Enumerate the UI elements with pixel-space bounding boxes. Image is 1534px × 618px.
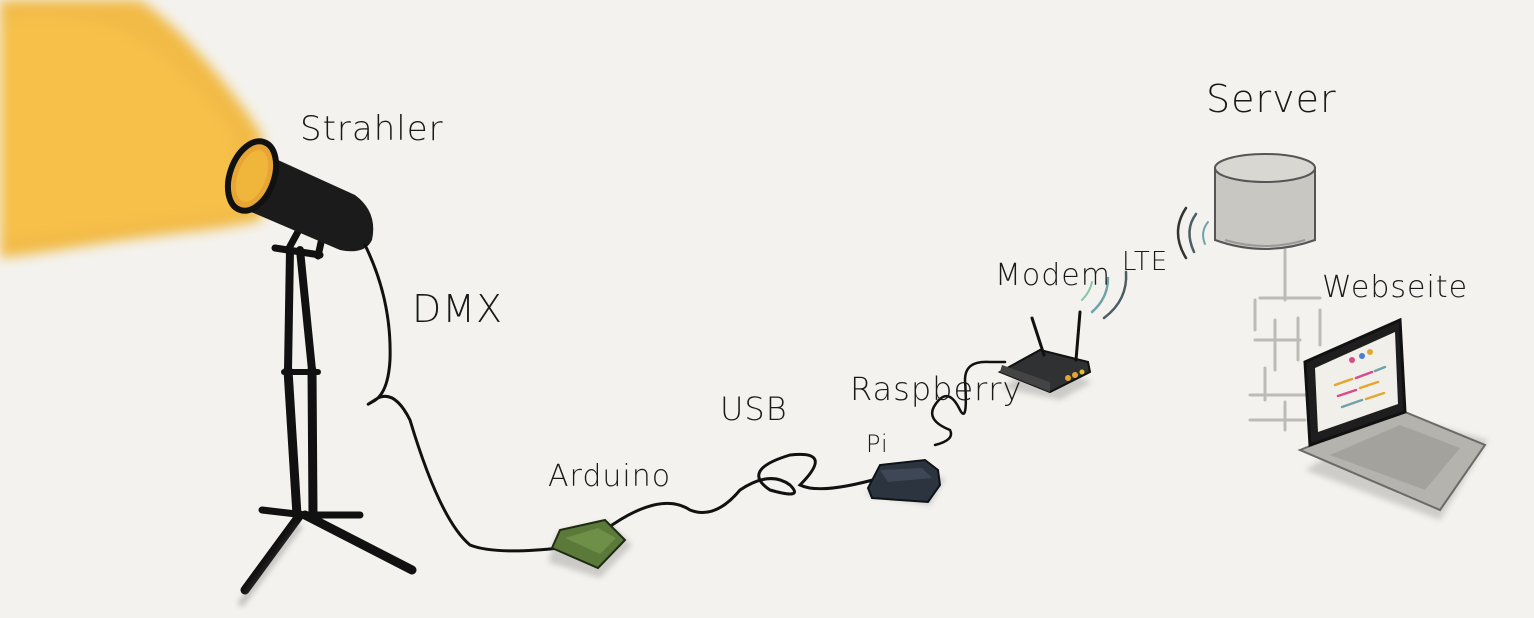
wireless-signal-icon [1081, 206, 1209, 320]
label-raspberry: Raspberry [850, 370, 1022, 408]
light-beam [0, 0, 262, 258]
label-pi: Pi [866, 430, 889, 458]
label-dmx: DMX [412, 287, 503, 331]
label-arduino: Arduino [548, 459, 671, 494]
cables [363, 243, 1007, 553]
label-website: Webseite [1322, 270, 1468, 305]
label-lte: LTE [1122, 247, 1168, 277]
raspberry-pi-icon [866, 458, 945, 505]
pi-modem-cable [930, 360, 1007, 447]
spotlight-icon [224, 138, 417, 607]
dmx-cable [363, 243, 562, 553]
modem-icon [997, 310, 1092, 400]
label-server: Server [1206, 77, 1337, 121]
laptop-icon [1297, 317, 1488, 520]
arduino-board-icon [548, 518, 632, 578]
server-connections [1248, 248, 1322, 432]
label-spotlight: Strahler [300, 109, 444, 149]
label-usb: USB [720, 390, 788, 428]
label-modem: Modem [995, 258, 1111, 293]
usb-cable [603, 452, 882, 532]
server-icon [1214, 153, 1316, 250]
